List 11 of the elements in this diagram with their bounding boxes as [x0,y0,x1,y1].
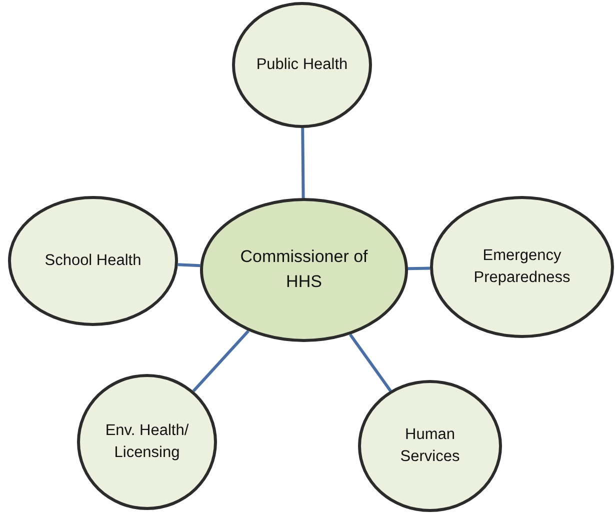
connector-line [408,266,430,270]
node-label: Env. Health/ Licensing [104,420,190,463]
node-label: School Health [44,250,142,271]
connector-line [301,128,305,198]
node-label: Public Health [255,54,349,75]
node-label: Emergency Preparedness [472,246,572,288]
node-label: Commissioner of HHS [239,246,369,293]
connector-line [348,334,392,392]
connector-line [178,263,200,268]
node-label: Human Services [399,424,461,467]
connector-line [192,330,250,392]
